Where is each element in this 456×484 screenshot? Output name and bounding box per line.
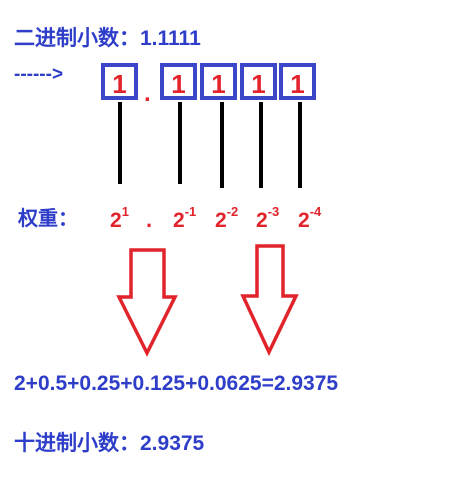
weight-0: 21 — [110, 204, 129, 233]
decimal-result: 十进制小数：2.9375 — [14, 432, 205, 455]
digit-box-frac-4: 1 — [279, 63, 316, 100]
weight-4-base: 2 — [298, 209, 310, 232]
digit-box-frac-2: 1 — [200, 63, 237, 100]
digit-box-integer: 1 — [101, 63, 138, 100]
binary-point: . — [144, 80, 151, 107]
digit-box-frac-3: 1 — [240, 63, 277, 100]
connector-line-0 — [118, 102, 122, 184]
digit-0: 1 — [112, 69, 127, 99]
connector-line-4 — [298, 102, 302, 188]
digit-4: 1 — [290, 69, 305, 99]
weight-4-exp: -4 — [309, 204, 322, 219]
weight-3: 2-3 — [256, 204, 280, 233]
connector-line-1 — [178, 102, 182, 184]
weight-3-exp: -3 — [267, 204, 280, 219]
down-arrow-left-icon — [116, 248, 178, 357]
weight-0-exp: 1 — [121, 204, 129, 219]
weight-2: 2-2 — [215, 204, 239, 233]
title: 二进制小数：1.1111 — [14, 27, 201, 50]
down-arrow-right-icon — [240, 244, 299, 357]
weight-3-base: 2 — [256, 209, 268, 232]
weight-0-base: 2 — [110, 209, 122, 232]
weight-1-exp: -1 — [184, 204, 197, 219]
weight-1: 2-1 — [173, 204, 197, 233]
sum-expression: 2+0.5+0.25+0.125+0.0625=2.9375 — [14, 372, 339, 395]
digit-box-frac-1: 1 — [160, 63, 197, 100]
connector-line-2 — [220, 102, 224, 188]
weights-label: 权重： — [18, 208, 78, 230]
weights-point: . — [146, 207, 153, 232]
digit-3: 1 — [251, 69, 266, 99]
weight-4: 2-4 — [298, 204, 322, 233]
weight-1-base: 2 — [173, 209, 185, 232]
digit-2: 1 — [211, 69, 226, 99]
dashed-arrow: ------> — [14, 64, 64, 85]
connector-line-3 — [259, 102, 263, 188]
weight-2-exp: -2 — [226, 204, 239, 219]
weight-2-base: 2 — [215, 209, 227, 232]
digit-1: 1 — [171, 69, 186, 99]
